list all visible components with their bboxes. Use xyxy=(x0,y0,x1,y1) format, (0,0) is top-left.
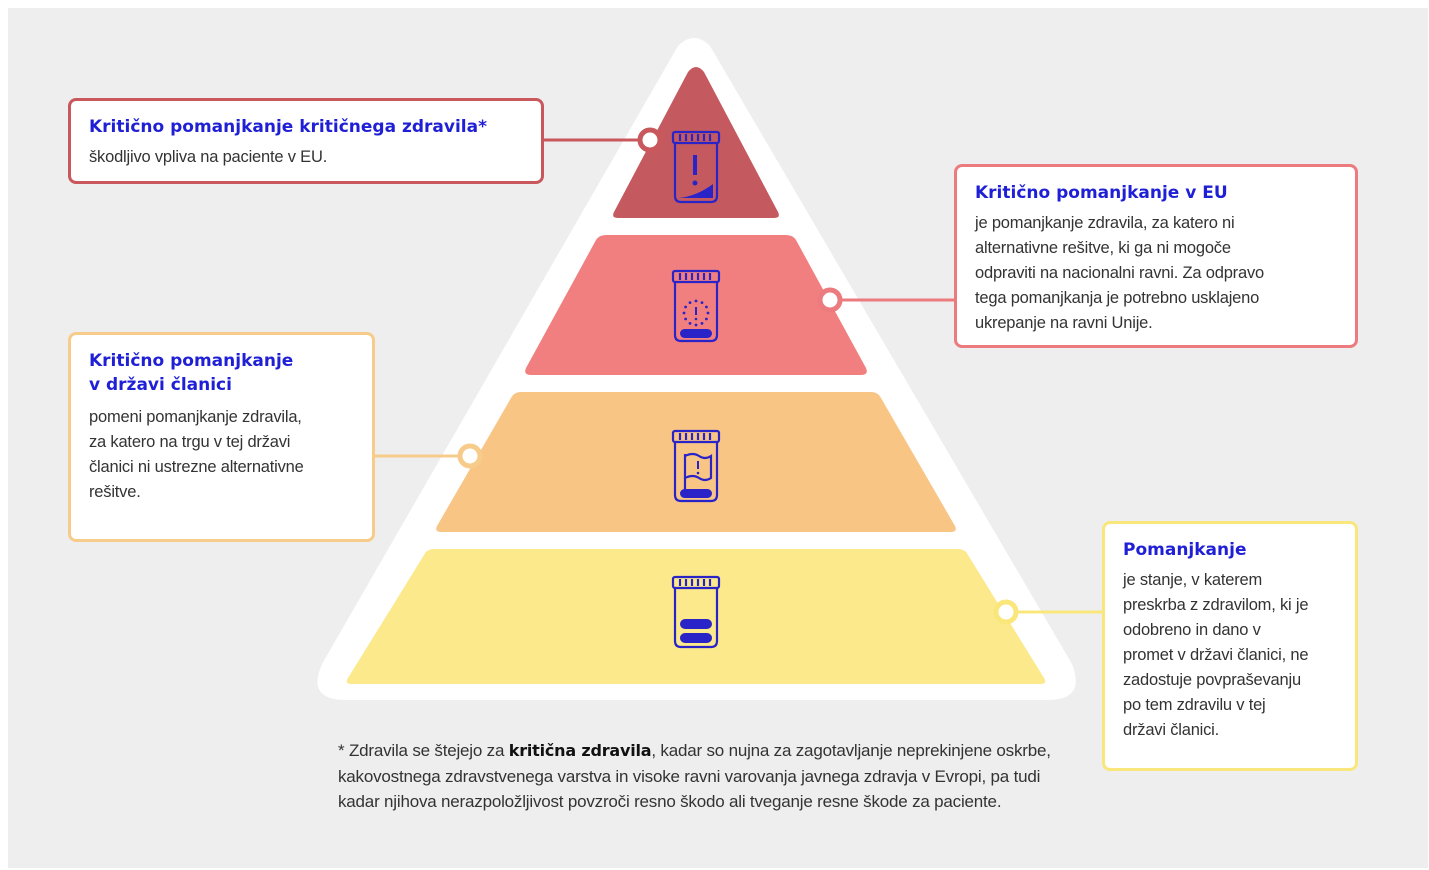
footnote-suffix: , kadar so nujna za zagotavljanje neprek… xyxy=(338,741,1051,811)
jar-flag-icon xyxy=(671,429,721,503)
callout-critical-medicine-shortage: Kritično pomanjkanje kritičnega zdravila… xyxy=(68,98,544,184)
pyramid-tier-critical-eu xyxy=(525,235,867,375)
callout-title: Pomanjkanje xyxy=(1123,540,1247,560)
footnote-bold-term: kritična zdravila xyxy=(508,741,652,760)
callout-description: škodljivo vpliva na paciente v EU. xyxy=(89,148,328,166)
footnote: * Zdravila se štejejo za kritična zdravi… xyxy=(338,738,1058,815)
callout-description: je pomanjkanje zdravila, za katero ni al… xyxy=(975,214,1264,332)
callout-title: Kritično pomanjkanje kritičnega zdravila… xyxy=(89,117,487,137)
pyramid-tier-shortage xyxy=(346,549,1046,684)
jar-eu-stars-icon xyxy=(671,269,721,343)
connector-dot-member-state xyxy=(457,443,483,469)
jar-two-pills-icon xyxy=(671,575,721,649)
callout-critical-eu-shortage: Kritično pomanjkanje v EU je pomanjkanje… xyxy=(954,164,1358,348)
callout-shortage: Pomanjkanje je stanje, v katerem preskrb… xyxy=(1102,521,1358,771)
callout-title: Kritično pomanjkanje v državi članici xyxy=(89,351,294,395)
diagram-canvas: Kritično pomanjkanje kritičnega zdravila… xyxy=(8,8,1428,868)
footnote-prefix: * Zdravila se štejejo za xyxy=(338,741,509,760)
connector-dot-critical-medicine xyxy=(637,127,663,153)
connector-dot-critical-eu xyxy=(817,287,843,313)
jar-exclamation-icon xyxy=(671,130,721,204)
callout-member-state-shortage: Kritično pomanjkanje v državi članici po… xyxy=(68,332,375,542)
callout-description: je stanje, v katerem preskrba z zdravilo… xyxy=(1123,571,1309,739)
pyramid-diagram xyxy=(317,38,1102,700)
pyramid-tier-member-state xyxy=(436,392,956,532)
connector-dot-shortage xyxy=(993,599,1019,625)
callout-description: pomeni pomanjkanje zdravila, za katero n… xyxy=(89,408,304,501)
callout-title: Kritično pomanjkanje v EU xyxy=(975,183,1228,203)
